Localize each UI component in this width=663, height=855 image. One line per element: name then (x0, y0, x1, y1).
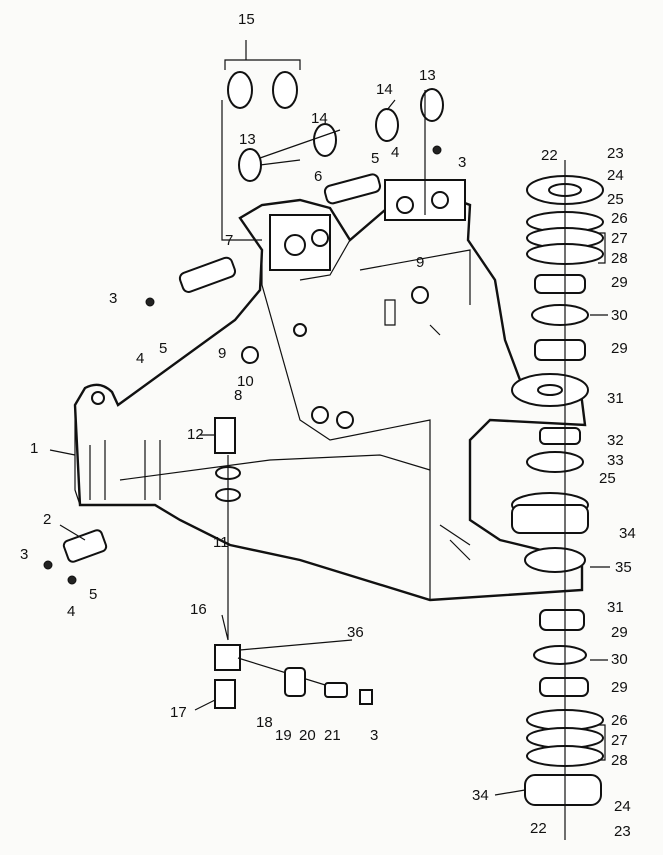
callout-18: 18 (256, 714, 273, 731)
callout-9: 9 (416, 254, 424, 271)
callout-34: 34 (619, 525, 636, 542)
callout-28: 28 (611, 250, 628, 267)
callout-4: 4 (136, 350, 144, 367)
callout-labels: 15 14 13 14 13 5 4 3 6 22 23 24 25 26 27… (20, 11, 636, 840)
callout-17: 17 (170, 704, 187, 721)
callout-14: 14 (311, 110, 328, 127)
callout-24: 24 (614, 798, 631, 815)
bearing-stack-bottom (511, 160, 604, 840)
callout-10: 10 (237, 373, 254, 390)
callout-32: 32 (607, 432, 624, 449)
callout-3: 3 (458, 154, 466, 171)
callout-4: 4 (391, 144, 399, 161)
callout-3: 3 (370, 727, 378, 744)
callout-14: 14 (376, 81, 393, 98)
callout-4: 4 (67, 603, 75, 620)
callout-34: 34 (472, 787, 489, 804)
callout-15: 15 (238, 11, 255, 28)
callout-6: 6 (314, 168, 322, 185)
callout-35: 35 (615, 559, 632, 576)
callout-28: 28 (611, 752, 628, 769)
callout-29: 29 (611, 340, 628, 357)
callout-27: 27 (611, 732, 628, 749)
callout-24: 24 (607, 167, 624, 184)
callout-29: 29 (611, 679, 628, 696)
callout-31: 31 (607, 599, 624, 616)
callout-2: 2 (43, 511, 51, 528)
callout-30: 30 (611, 651, 628, 668)
callout-22: 22 (541, 147, 558, 164)
callout-1: 1 (30, 440, 38, 457)
callout-12: 12 (187, 426, 204, 443)
callout-26: 26 (611, 712, 628, 729)
callout-31: 31 (607, 390, 624, 407)
callout-16: 16 (190, 601, 207, 618)
bushings (43, 71, 444, 709)
callout-30: 30 (611, 307, 628, 324)
callout-19: 19 (275, 727, 292, 744)
callout-36: 36 (347, 624, 364, 641)
front-frame (73, 179, 587, 602)
callout-29: 29 (611, 274, 628, 291)
callout-3: 3 (109, 290, 117, 307)
callout-25: 25 (607, 191, 624, 208)
callout-5: 5 (371, 150, 379, 167)
callout-8: 8 (234, 387, 242, 404)
callout-13: 13 (239, 131, 256, 148)
callout-26: 26 (611, 210, 628, 227)
callout-5: 5 (89, 586, 97, 603)
callout-5: 5 (159, 340, 167, 357)
callout-3: 3 (20, 546, 28, 563)
callout-13: 13 (419, 67, 436, 84)
leader-lines (49, 40, 610, 796)
callout-21: 21 (324, 727, 341, 744)
callout-27: 27 (611, 230, 628, 247)
callout-29: 29 (611, 624, 628, 641)
callout-9: 9 (218, 345, 226, 362)
callout-23: 23 (614, 823, 631, 840)
callout-22: 22 (530, 820, 547, 837)
callout-7: 7 (225, 232, 233, 249)
bearing-stack-top (511, 175, 604, 407)
callout-23: 23 (607, 145, 624, 162)
callout-33: 33 (607, 452, 624, 469)
callout-25: 25 (599, 470, 616, 487)
callout-11: 11 (213, 534, 229, 551)
callout-20: 20 (299, 727, 316, 744)
